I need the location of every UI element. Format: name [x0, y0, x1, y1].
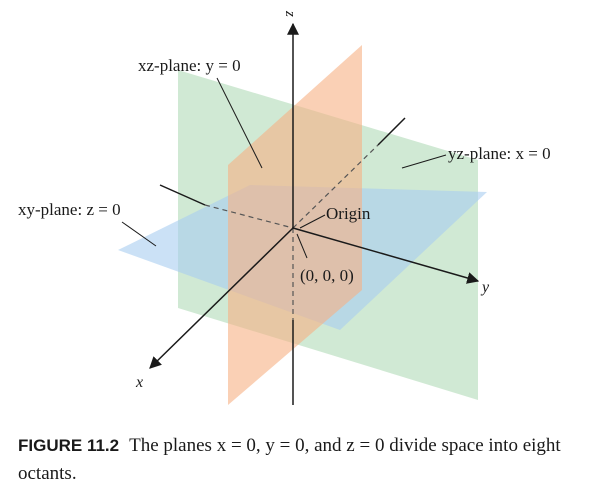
figure-number: FIGURE 11.2 — [18, 436, 120, 455]
z-axis-label: z — [282, 10, 298, 17]
xz-plane-leader — [216, 77, 263, 169]
y-axis — [292, 227, 480, 284]
x-axis-label: x — [135, 374, 143, 391]
xz-plane — [228, 45, 362, 405]
origin-label: Origin — [326, 204, 371, 223]
yz-plane-label: yz-plane: x = 0 — [448, 144, 551, 163]
xy-plane-label: xy-plane: z = 0 — [18, 200, 121, 219]
origin-coords-leader — [296, 233, 308, 259]
y-axis-negative — [159, 184, 206, 206]
origin-leader — [299, 214, 326, 229]
origin-coords-label: (0, 0, 0) — [300, 266, 354, 285]
xz-plane-label: xz-plane: y = 0 — [138, 56, 241, 75]
y-axis-label: y — [480, 279, 490, 296]
x-axis — [149, 227, 294, 369]
x-axis-hidden-segment — [292, 144, 379, 229]
coordinate-planes-diagram: z y x xz-plane: y = 0 yz-plane: x = 0 xy… — [18, 10, 551, 405]
xy-plane-leader — [121, 221, 157, 247]
caption-text: The planes x = 0, y = 0, and z = 0 divid… — [18, 435, 561, 484]
y-axis-hidden-segment — [204, 204, 294, 229]
x-axis-negative — [377, 117, 406, 146]
yz-plane-leader — [401, 154, 447, 169]
